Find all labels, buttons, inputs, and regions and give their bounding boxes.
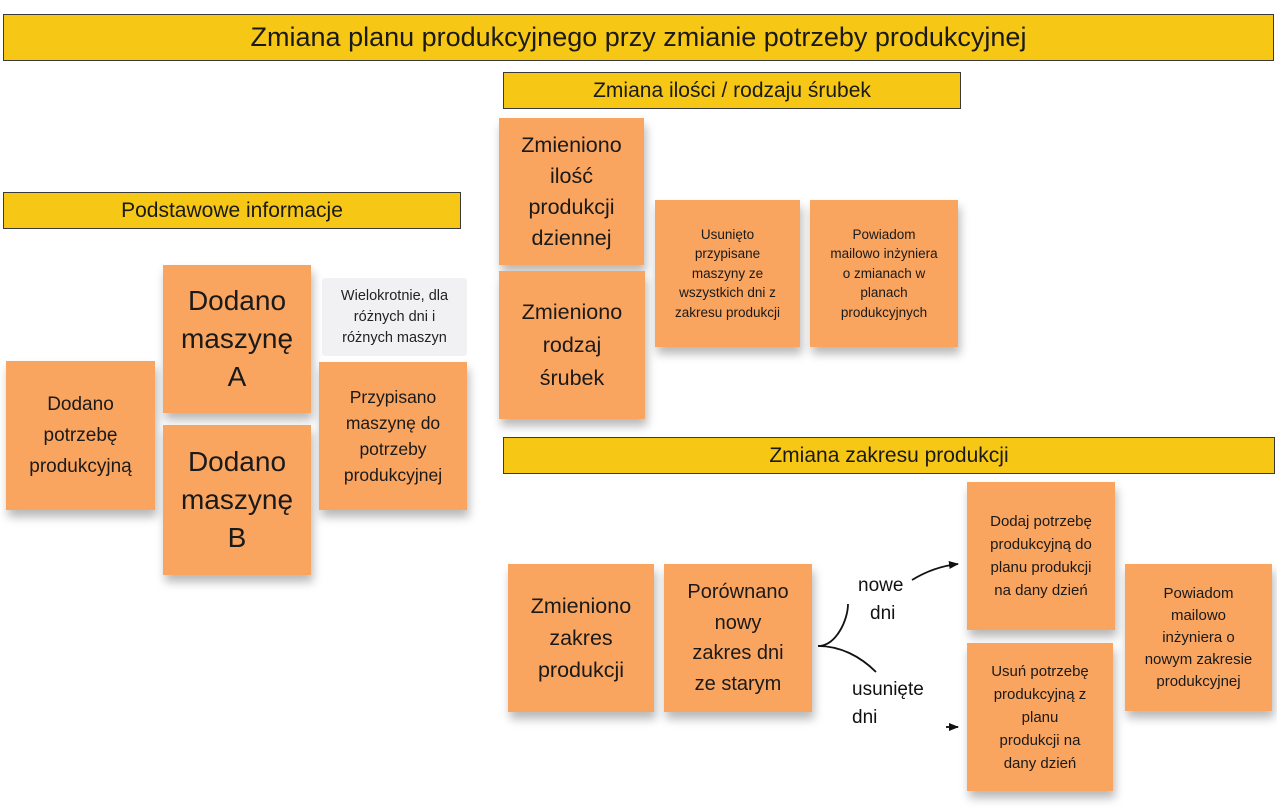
sticky-machine-assigned[interactable]: Przypisano maszynę do potrzeby produkcyj… xyxy=(319,362,467,510)
range-change-title: Zmiana zakresu produkcji xyxy=(769,443,1009,467)
sticky-changed-type[interactable]: Zmieniono rodzaj śrubek xyxy=(499,271,645,419)
sticky-remove-need[interactable]: Usuń potrzebę produkcyjną z planu produk… xyxy=(967,643,1113,791)
basic-info-title: Podstawowe informacje xyxy=(121,198,343,222)
sticky-compared-range[interactable]: Porównano nowy zakres dni ze starym xyxy=(664,564,812,712)
removed-days-label: usunięte dni xyxy=(852,679,924,728)
sticky-notify-plan-changes[interactable]: Powiadom mailowo inżyniera o zmianach w … xyxy=(810,200,958,347)
quantity-change-banner: Zmiana ilości / rodzaju śrubek xyxy=(503,72,961,109)
new-days-label: nowe dni xyxy=(858,575,904,624)
sticky-removed-machines[interactable]: Usunięto przypisane maszyny ze wszystkic… xyxy=(655,200,800,347)
sticky-changed-range[interactable]: Zmieniono zakres produkcji xyxy=(508,564,654,712)
main-title: Zmiana planu produkcyjnego przy zmianie … xyxy=(250,22,1027,52)
quantity-change-title: Zmiana ilości / rodzaju śrubek xyxy=(593,78,871,102)
sticky-machine-a[interactable]: Dodano maszynę A xyxy=(163,265,311,413)
sticky-need-added[interactable]: Dodano potrzebę produkcyjną xyxy=(6,361,155,510)
basic-info-banner: Podstawowe informacje xyxy=(3,192,461,229)
sticky-notify-new-range[interactable]: Powiadom mailowo inżyniera o nowym zakre… xyxy=(1125,564,1272,711)
sticky-add-need[interactable]: Dodaj potrzebę produkcyjną do planu prod… xyxy=(967,482,1115,630)
new-days-arrow xyxy=(817,603,849,647)
sticky-machine-b[interactable]: Dodano maszynę B xyxy=(163,425,311,575)
main-title-banner: Zmiana planu produkcyjnego przy zmianie … xyxy=(3,14,1274,61)
comment-multiple-times[interactable]: Wielokrotnie, dla różnych dni i różnych … xyxy=(322,278,467,356)
sticky-changed-amount[interactable]: Zmieniono ilość produkcji dziennej xyxy=(499,118,644,265)
range-change-banner: Zmiana zakresu produkcji xyxy=(503,437,1275,474)
new-days-arrow-head xyxy=(911,561,959,581)
removed-days-arrow xyxy=(817,645,877,673)
